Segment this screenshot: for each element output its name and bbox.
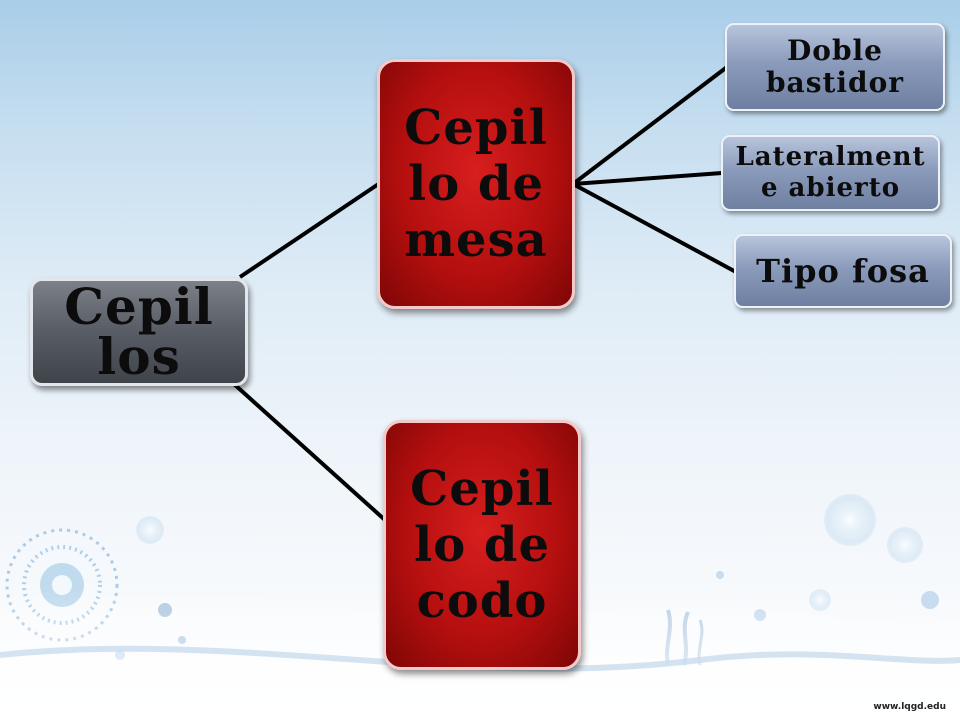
bubbles-decoration — [115, 494, 939, 660]
node-cepillos-label: Cepillos — [64, 278, 214, 386]
node-doble-bastidor[interactable]: Doble bastidor — [725, 23, 945, 111]
node-cepillo-de-mesa-label: Cepillo de mesa — [404, 100, 548, 268]
node-cepillo-de-codo-label: Cepillo de codo — [410, 461, 554, 629]
node-tipo-fosa[interactable]: Tipo fosa — [734, 234, 952, 308]
connector-mesa-fosa — [572, 182, 737, 274]
connector-root-mesa — [238, 181, 382, 279]
node-cepillo-de-codo[interactable]: Cepillo de codo — [383, 420, 581, 670]
node-cepillo-de-mesa[interactable]: Cepillo de mesa — [377, 59, 575, 309]
node-lateralmente-abierto-label: Lateralmente abierto — [735, 142, 926, 203]
connector-mesa-lateral — [572, 171, 723, 186]
node-cepillos[interactable]: Cepillos — [30, 278, 248, 386]
node-tipo-fosa-label: Tipo fosa — [756, 252, 930, 290]
watermark-text: www.lqgd.edu — [873, 702, 946, 712]
connector-root-codo — [232, 382, 387, 522]
node-doble-bastidor-label: Doble bastidor — [765, 34, 905, 99]
connector-mesa-doble — [571, 65, 729, 186]
node-lateralmente-abierto[interactable]: Lateralmente abierto — [721, 135, 940, 211]
